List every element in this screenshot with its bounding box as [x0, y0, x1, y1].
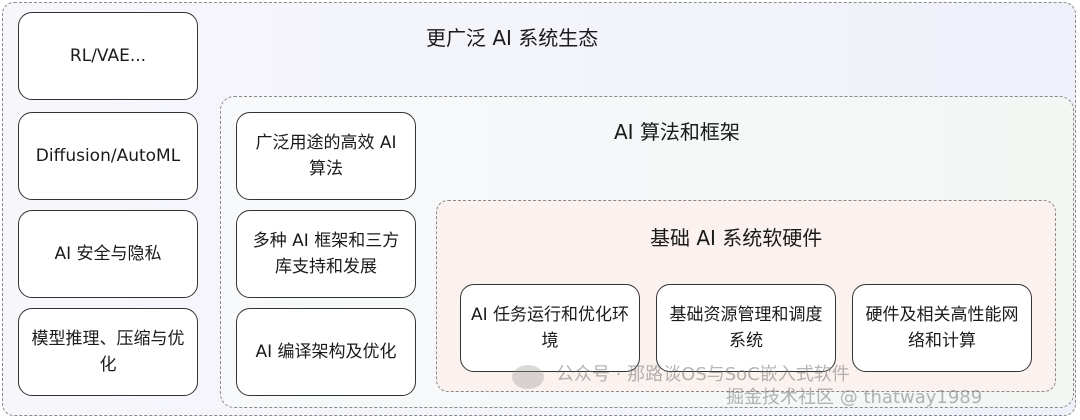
ecosystem-box-model-inference: 模型推理、压缩与优化 — [18, 308, 198, 396]
framework-box-ai-compiler: AI 编译架构及优化 — [236, 308, 416, 396]
base-box-hardware-network: 硬件及相关高性能网络和计算 — [852, 284, 1032, 372]
ecosystem-box-diffusion-automl: Diffusion/AutoML — [18, 112, 198, 200]
wechat-icon — [512, 365, 544, 389]
framework-box-efficient-algorithms: 广泛用途的高效 AI 算法 — [236, 112, 416, 200]
ecosystem-title: 更广泛 AI 系统生态 — [426, 26, 599, 50]
watermark-line1: 公众号 · 那路谈OS与SoC嵌入式软件 — [556, 364, 850, 385]
ecosystem-box-rl-vae: RL/VAE... — [18, 12, 198, 100]
watermark-line2: 掘金技术社区 @ thatway1989 — [726, 387, 983, 408]
framework-box-frameworks-libraries: 多种 AI 框架和三方库支持和发展 — [236, 210, 416, 298]
ecosystem-box-ai-security: AI 安全与隐私 — [18, 210, 198, 298]
algorithm-framework-title: AI 算法和框架 — [614, 120, 740, 144]
base-box-task-runtime: AI 任务运行和优化环境 — [460, 284, 640, 372]
base-system-title: 基础 AI 系统软硬件 — [650, 226, 823, 250]
base-box-resource-scheduling: 基础资源管理和调度系统 — [656, 284, 836, 372]
